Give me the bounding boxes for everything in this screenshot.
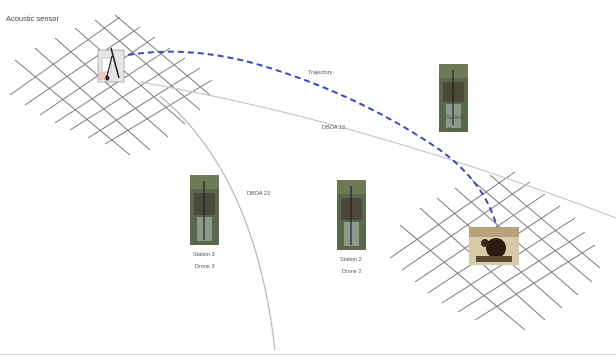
station-photo-2 xyxy=(337,180,366,250)
station-2-name: Station 2 xyxy=(340,257,362,263)
trajectory-label: Trajectory xyxy=(308,70,332,76)
station-2-sub: Drone 2 xyxy=(342,269,362,275)
station-photo-1 xyxy=(439,64,468,132)
link-line-horizontal xyxy=(139,81,616,219)
link-label-drone2: DBOA 23 xyxy=(247,191,270,197)
sensor-grid xyxy=(9,14,213,156)
link-label-drone1: DBOA 13 xyxy=(322,125,345,131)
station-3-sub: Drone 3 xyxy=(195,264,215,270)
diagram-title: Acoustic sensor xyxy=(6,14,59,23)
station-3-name: Station 3 xyxy=(193,252,215,258)
target-photo xyxy=(469,227,519,265)
acoustic-sensor-icon xyxy=(97,47,125,83)
station-1-name: Station 1 xyxy=(446,115,468,121)
link-line-vertical xyxy=(159,95,276,351)
station-1-sub: Drone 1 xyxy=(448,127,468,133)
bottom-divider xyxy=(0,354,616,355)
station-photo-3 xyxy=(190,175,219,245)
